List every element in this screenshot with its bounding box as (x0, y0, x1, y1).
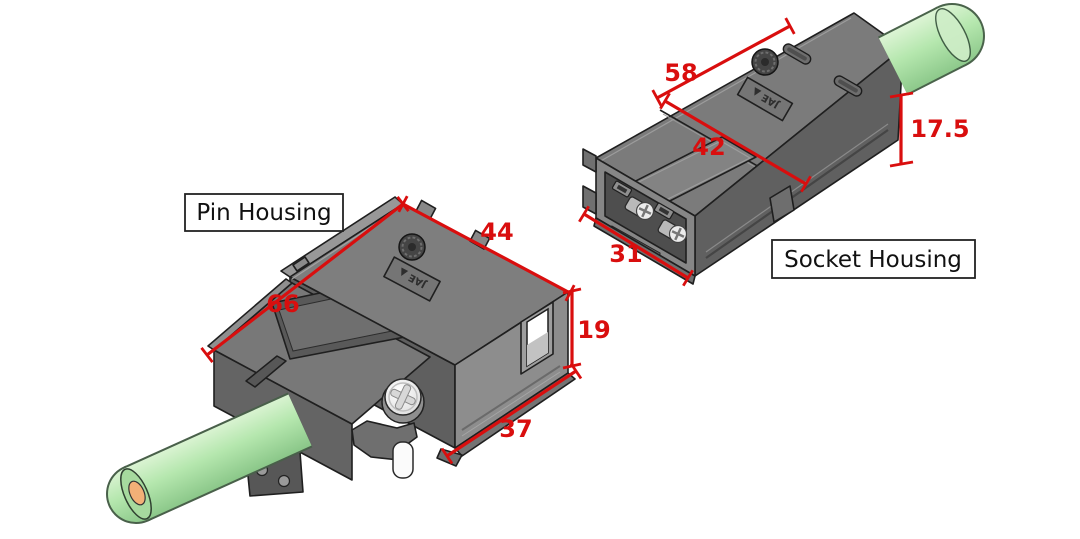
socket-vent-slot (782, 43, 812, 65)
socket-cable-end-face (935, 8, 971, 62)
pin-knurl-wheel (398, 233, 426, 261)
socket-dimensions: 58 42 17.5 31 (578, 17, 970, 287)
pin-dimensions: 66 44 19 37 (200, 195, 611, 465)
socket-knurl-wheel (751, 48, 779, 76)
pin-housing-callout: Pin Housing (184, 193, 344, 232)
socket-se-tab (769, 185, 795, 223)
dim-tick (889, 160, 914, 168)
pin-cable-core (128, 480, 146, 506)
dim-tick (569, 362, 583, 380)
pin-se-groove (461, 365, 561, 431)
pin-captive-screw-icon (384, 378, 422, 416)
pin-housing-label-box (184, 193, 344, 232)
pin-se-groove-hl (461, 371, 561, 437)
dim-line-31 (583, 212, 689, 280)
dim-tick (682, 269, 694, 287)
pin-marking-plate: JAE ▲ (383, 256, 441, 302)
dim-tick (397, 195, 409, 213)
pin-front-tray (454, 372, 576, 457)
pin-guide-pin (392, 441, 414, 479)
dim-tick (200, 347, 214, 363)
dim-value-58: 58 (664, 59, 697, 87)
pin-cable (106, 392, 313, 524)
dim-line-44 (402, 202, 571, 295)
pin-clamp-screw-icon (277, 474, 291, 488)
dim-tick (440, 447, 454, 465)
dim-line-42 (664, 99, 807, 186)
socket-housing: JAE ▲ (582, 3, 985, 285)
dim-value-37: 37 (499, 415, 532, 443)
socket-cable (878, 3, 985, 96)
pin-rear-tab (292, 256, 310, 272)
socket-housing-callout: Socket Housing (771, 239, 976, 279)
dim-line-58 (656, 24, 791, 100)
socket-housing-label: Socket Housing (784, 247, 962, 273)
dim-line-66 (206, 202, 404, 357)
dim-tick (659, 92, 671, 110)
pin-mid-ledge (207, 278, 293, 351)
pin-latch-window (520, 301, 554, 375)
dim-value-66: 66 (266, 290, 299, 318)
dim-tick (564, 284, 576, 302)
dim-tick (651, 89, 663, 107)
socket-contact (624, 196, 655, 221)
dim-value-42: 42 (692, 133, 725, 161)
socket-top-highlight (598, 17, 852, 163)
socket-contact (657, 219, 688, 244)
dim-tick (562, 287, 582, 295)
dim-value-44: 44 (480, 218, 513, 246)
dim-tick (889, 91, 914, 99)
socket-side-flange (582, 148, 597, 173)
socket-marking-plate: JAE ▲ (736, 76, 794, 122)
pin-housing-label: Pin Housing (196, 200, 331, 226)
dim-tick (800, 175, 812, 193)
socket-keyway (611, 180, 633, 198)
socket-keyway (653, 202, 675, 220)
socket-side-flange (582, 185, 597, 215)
pin-housing: JAE ▲ (106, 196, 576, 524)
socket-housing-label-box (771, 239, 976, 279)
dim-line-37 (446, 369, 577, 458)
socket-se-groove-hl (705, 123, 889, 253)
dim-value-17-5: 17.5 (910, 115, 969, 143)
pin-wire-slot (245, 355, 287, 388)
dim-value-31: 31 (609, 240, 642, 268)
socket-vent-slot (833, 75, 863, 97)
dim-tick (578, 205, 590, 223)
dim-value-19: 19 (577, 316, 610, 344)
dim-tick (784, 17, 796, 35)
socket-se-groove (705, 129, 889, 259)
